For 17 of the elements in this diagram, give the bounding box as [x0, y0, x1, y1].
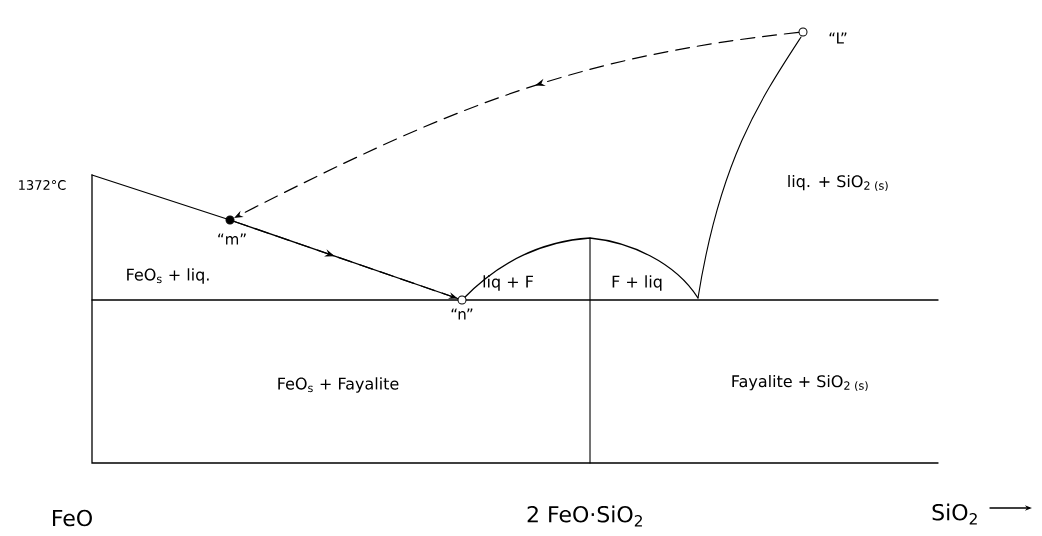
point-marker — [225, 215, 235, 225]
region-label: Fayalite + SiO$_{2 (s)}$ — [732, 374, 868, 392]
region-label: 2 FeO·SiO$_{2}$ — [527, 505, 642, 527]
region-label: SiO$_{2}$ — [932, 503, 977, 525]
region-label: 1372°C — [19, 180, 66, 190]
region-label: FeO$_{s}$ + Fayalite — [278, 377, 399, 393]
point-label: “n” — [451, 308, 473, 320]
arrow — [234, 31, 800, 218]
point-label: “m” — [218, 233, 246, 245]
region-label: FeO — [53, 509, 92, 527]
region-label: F + liq — [612, 275, 662, 291]
point-marker — [798, 27, 808, 37]
point-label: “L” — [829, 32, 847, 44]
region-label: liq + F — [483, 275, 533, 291]
point-marker — [457, 295, 467, 305]
region-label: FeO$_{s}$ + liq. — [127, 268, 209, 284]
region-label: liq. + SiO$_{2 (s)}$ — [788, 174, 888, 192]
